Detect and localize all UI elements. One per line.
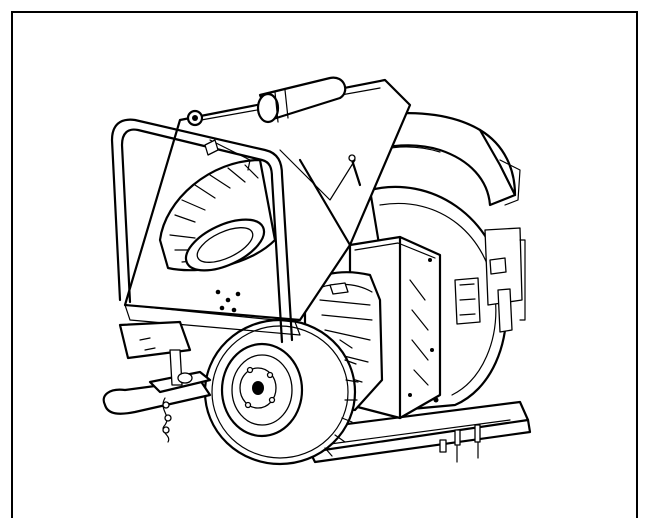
deflector-lever [348, 154, 362, 187]
muffler [186, 76, 347, 127]
tow-hitch [102, 320, 212, 443]
rear-wheel [203, 318, 359, 466]
push-handle-frame [110, 118, 294, 344]
figure-border [11, 11, 638, 518]
